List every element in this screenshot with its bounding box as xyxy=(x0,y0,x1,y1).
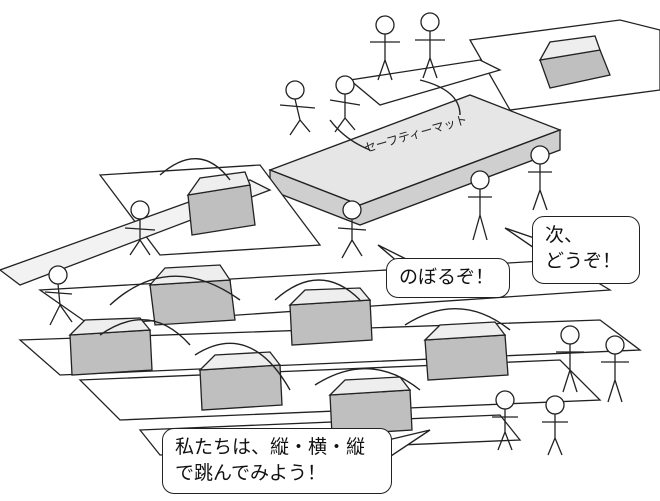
vaulting-box xyxy=(68,317,153,376)
vaulting-box xyxy=(198,351,283,411)
vaulting-box xyxy=(328,376,413,436)
jump-arrow xyxy=(99,319,191,346)
vaulting-box xyxy=(423,321,509,381)
child-figure xyxy=(468,170,492,241)
child-figure xyxy=(542,395,568,456)
child-figure xyxy=(601,335,629,403)
jump-arrow xyxy=(314,368,421,391)
child-figure xyxy=(492,390,518,451)
bubble-text: どうぞ！ xyxy=(545,249,622,272)
child-figure xyxy=(44,265,73,326)
vaulting-box xyxy=(288,287,373,346)
upper-mat xyxy=(348,59,502,106)
jump-arrow xyxy=(159,158,231,181)
jump-arrow xyxy=(329,119,371,151)
jump-arrow xyxy=(274,279,361,301)
vaulting-box xyxy=(538,35,611,89)
bubble-text: で跳んでみよう！ xyxy=(175,461,327,484)
child-figure xyxy=(556,325,584,393)
jump-arrow xyxy=(404,308,511,331)
child-figure xyxy=(124,200,156,256)
child-figure xyxy=(279,80,316,136)
speech-bubble-climb: のぼるぞ！ xyxy=(386,258,510,298)
child-figure xyxy=(370,15,400,81)
bubble-text: 私たちは、縦・横・縦 xyxy=(175,436,366,458)
child-figure xyxy=(329,75,361,133)
speech-bubble-next: 次、 どうぞ！ xyxy=(532,216,640,284)
bubble-text: のぼるぞ！ xyxy=(399,266,495,288)
jump-arrow xyxy=(419,79,461,116)
child-figure xyxy=(528,145,552,211)
vaulting-box xyxy=(148,264,236,326)
child-figure xyxy=(337,200,367,259)
vaulting-box xyxy=(186,171,256,236)
jump-arrow xyxy=(194,342,291,391)
jump-arrow xyxy=(109,275,241,306)
child-figure xyxy=(415,12,445,79)
bubble-text: 次、 xyxy=(545,224,584,246)
speech-bubble-students: 私たちは、縦・横・縦 で跳んでみよう！ xyxy=(162,428,392,494)
